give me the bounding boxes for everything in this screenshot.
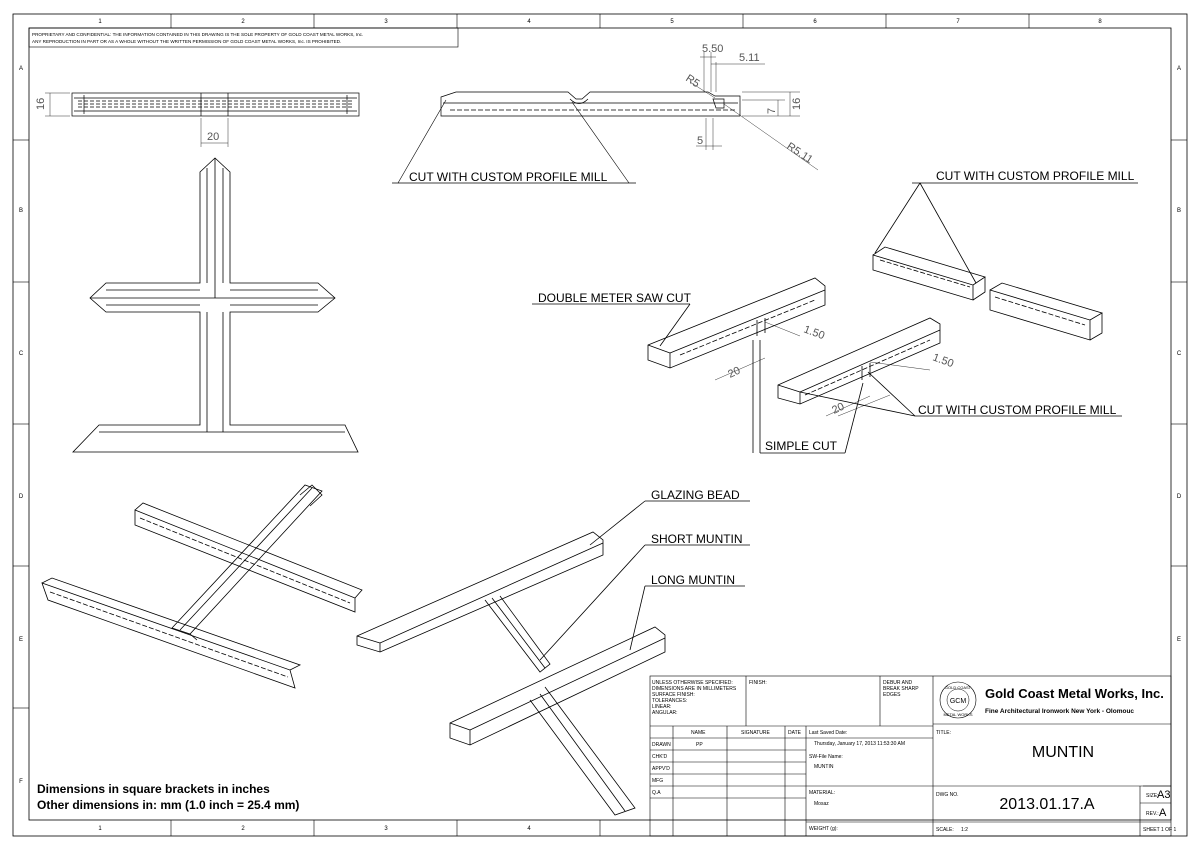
- material-label: MATERIAL:: [809, 790, 835, 796]
- dim-profile-550: 5.50: [702, 43, 723, 55]
- tolerance-line-4: TOLERANCES:: [652, 698, 687, 704]
- logo-initials: GCM: [950, 698, 967, 705]
- dim-iso-20-a: 20: [726, 365, 742, 381]
- dim-top-height: 16: [35, 98, 47, 110]
- zone-row-b-right: B: [1177, 208, 1181, 214]
- row-checked: CHK'D: [652, 754, 668, 760]
- drawing-number: 2013.01.17.A: [999, 796, 1095, 813]
- dim-profile-7: 7: [766, 108, 778, 114]
- dim-profile-16: 16: [791, 98, 803, 110]
- zone-row-a: A: [19, 66, 23, 72]
- zone-col-2-bottom: 2: [241, 826, 245, 832]
- scale-value: 1:2: [961, 827, 968, 833]
- row-approved: APPV'D: [652, 766, 670, 772]
- zone-row-c: C: [19, 351, 24, 357]
- muntin-front-elevation: [72, 157, 359, 453]
- deburr-line-1: DEBUR AND: [883, 680, 913, 686]
- scale-label: SCALE:: [936, 827, 954, 833]
- rev-label: REV.:: [1146, 811, 1159, 817]
- last-saved-value: Thursday, January 17, 2013 11:53:30 AM: [814, 741, 905, 747]
- callout-glazing-bead: GLAZING BEAD: [651, 488, 740, 502]
- zone-row-d-right: D: [1177, 494, 1182, 500]
- note-line-1: Dimensions in square brackets in inches: [37, 782, 270, 796]
- sw-file-value: MUNTIN: [814, 764, 834, 770]
- muntin-top-view: [45, 92, 360, 147]
- drawn-name: PP: [696, 742, 703, 748]
- tolerance-line-1: UNLESS OTHERWISE SPECIFIED:: [652, 680, 733, 686]
- muntin-profile-view: [392, 52, 819, 184]
- tolerance-line-6: ANGULAR:: [652, 710, 678, 716]
- sheet-text: SHEET 1 OF 1: [1143, 827, 1176, 833]
- row-mfg: MFG: [652, 778, 663, 784]
- sheet-border: [12, 13, 1188, 837]
- drawing-title: MUNTIN: [1032, 744, 1094, 761]
- revision: A: [1159, 807, 1167, 819]
- company-name: Gold Coast Metal Works, Inc.: [985, 686, 1164, 701]
- zone-labels: 1 2 3 4 5 6 7 8 1 2 3 4 A B C D E F A B …: [19, 19, 1182, 832]
- iso-cut-details: [532, 182, 1138, 454]
- zone-col-2: 2: [241, 19, 245, 25]
- row-drawn: DRAWN: [652, 742, 671, 748]
- zone-col-8: 8: [1098, 19, 1102, 25]
- sheet-size: A3: [1157, 789, 1170, 801]
- material-value: Mosaz: [814, 801, 829, 807]
- proprietary-line-2: ANY REPRODUCTION IN PART OR AS A WHOLE W…: [32, 39, 341, 44]
- finish-label: FINISH:: [749, 680, 767, 686]
- tolerance-line-3: SURFACE FINISH:: [652, 692, 695, 698]
- proprietary-notice: PROPRIETARY AND CONFIDENTIAL: THE INFORM…: [28, 27, 459, 48]
- iso-assembly-center: [356, 500, 750, 816]
- company-tagline: Fine Architectural Ironwork New York - O…: [985, 708, 1134, 715]
- zone-col-4: 4: [527, 19, 531, 25]
- logo-ring-bottom: METAL WORKS: [943, 712, 972, 717]
- weight-label: WEIGHT (g):: [809, 826, 838, 832]
- dim-profile-5: 5: [697, 135, 703, 147]
- proprietary-line-1: PROPRIETARY AND CONFIDENTIAL: THE INFORM…: [32, 32, 363, 37]
- size-label: SIZE:: [1146, 793, 1159, 799]
- zone-row-e: E: [19, 637, 23, 643]
- tolerance-line-2: DIMENSIONS ARE IN MILLIMETERS: [652, 686, 737, 692]
- dwg-no-label: DWG NO.: [936, 792, 959, 798]
- zone-row-f: F: [19, 779, 23, 785]
- sw-file-label: SW-File Name:: [809, 754, 843, 760]
- deburr-line-3: EDGES: [883, 692, 901, 698]
- zone-col-1-bottom: 1: [98, 826, 102, 832]
- row-qa: Q.A: [652, 790, 661, 796]
- logo-ring-top: GOLD COAST: [945, 685, 972, 690]
- dim-iso-20-b: 20: [830, 401, 846, 417]
- title-label: TITLE:: [936, 730, 951, 736]
- callout-cut-custom-mill-1: CUT WITH CUSTOM PROFILE MILL: [409, 170, 608, 184]
- callout-cut-custom-mill-3: CUT WITH CUSTOM PROFILE MILL: [918, 403, 1117, 417]
- callout-short-muntin: SHORT MUNTIN: [651, 532, 743, 546]
- zone-row-d: D: [19, 494, 24, 500]
- header-signature: SIGNATURE: [741, 730, 770, 736]
- deburr-line-2: BREAK SHARP: [883, 686, 919, 692]
- zone-col-6: 6: [813, 19, 817, 25]
- company-logo: GCM GOLD COAST METAL WORKS: [939, 681, 977, 719]
- last-saved-label: Last Saved Date:: [809, 730, 847, 736]
- header-date: DATE: [788, 730, 802, 736]
- callout-long-muntin: LONG MUNTIN: [651, 573, 735, 587]
- iso-assembly-left: [41, 484, 363, 689]
- zone-col-5: 5: [670, 19, 674, 25]
- zone-row-b: B: [19, 208, 23, 214]
- callout-cut-custom-mill-2: CUT WITH CUSTOM PROFILE MILL: [936, 169, 1135, 183]
- zone-row-a-right: A: [1177, 66, 1181, 72]
- callout-simple-cut: SIMPLE CUT: [765, 439, 838, 453]
- zone-row-c-right: C: [1177, 351, 1182, 357]
- dim-profile-511: 5.11: [739, 52, 760, 64]
- zone-col-3-bottom: 3: [384, 826, 388, 832]
- zone-col-7: 7: [956, 19, 960, 25]
- header-name: NAME: [691, 730, 706, 736]
- dim-top-width: 20: [207, 131, 219, 143]
- note-line-2: Other dimensions in: mm (1.0 inch = 25.4…: [37, 798, 299, 812]
- zone-col-4-bottom: 4: [527, 826, 531, 832]
- zone-col-3: 3: [384, 19, 388, 25]
- tolerance-line-5: LINEAR:: [652, 704, 671, 710]
- zone-row-e-right: E: [1177, 637, 1181, 643]
- zone-col-1: 1: [98, 19, 102, 25]
- title-block: [649, 675, 1172, 837]
- callout-double-meter: DOUBLE METER SAW CUT: [538, 291, 692, 305]
